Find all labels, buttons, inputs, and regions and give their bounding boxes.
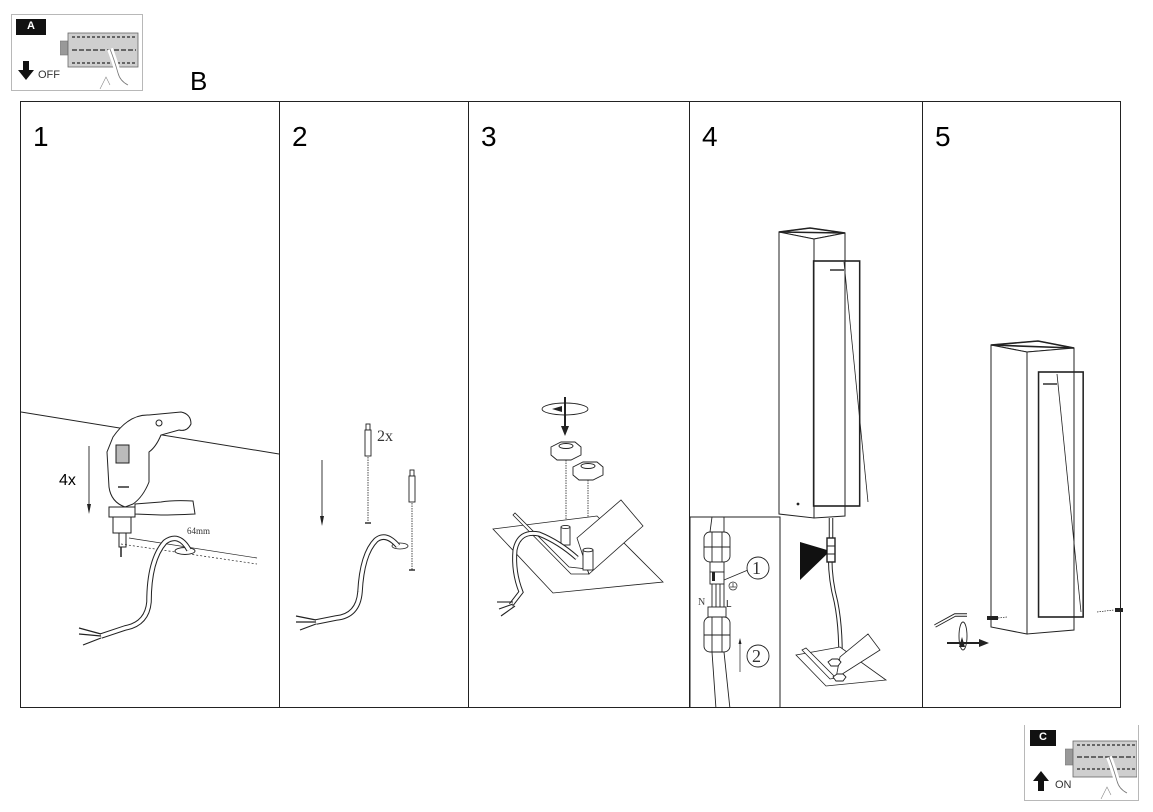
power-state-label: OFF [38, 69, 60, 81]
up-arrow-icon [1033, 771, 1049, 791]
dimension-label: 64mm [187, 526, 211, 536]
hex-key-illustration [934, 340, 1123, 651]
step-number: 2 [292, 121, 308, 152]
step-number: 5 [935, 121, 951, 152]
step-panel-1: 1 [21, 102, 279, 707]
live-wire-label: L [726, 599, 732, 610]
power-off-instruction: A OFF [11, 14, 143, 91]
step-panel-4: 4 [689, 102, 922, 707]
lamp-wiring-illustration [690, 227, 888, 707]
step-number: 4 [702, 121, 718, 152]
connector-step-2-label: 2 [752, 646, 761, 666]
drill-illustration [21, 411, 279, 646]
repeat-count-label: 2x [377, 428, 393, 445]
circuit-breaker-icon [1065, 740, 1137, 799]
mounting-plate-illustration [492, 397, 664, 617]
step-letter-badge: A [16, 19, 46, 35]
connector-step-1-label: 1 [752, 558, 761, 578]
section-label: B [190, 66, 208, 96]
power-state-label: ON [1055, 779, 1072, 791]
power-on-instruction: C ON [1024, 725, 1139, 801]
step-panel-3: 3 [468, 102, 689, 707]
neutral-wire-label: N [698, 597, 706, 608]
step-number: 1 [33, 121, 49, 152]
step-number: 3 [481, 121, 497, 152]
installation-steps: 1 [20, 101, 1123, 708]
circuit-breaker-icon [60, 32, 139, 89]
down-arrow-icon [18, 61, 34, 80]
anchor-bolts-illustration [295, 423, 416, 631]
step-letter-badge: C [1030, 730, 1056, 746]
step-panel-2: 2 2x [279, 102, 468, 707]
repeat-count-label: 4x [59, 472, 76, 489]
step-panel-5: 5 [922, 102, 1123, 707]
